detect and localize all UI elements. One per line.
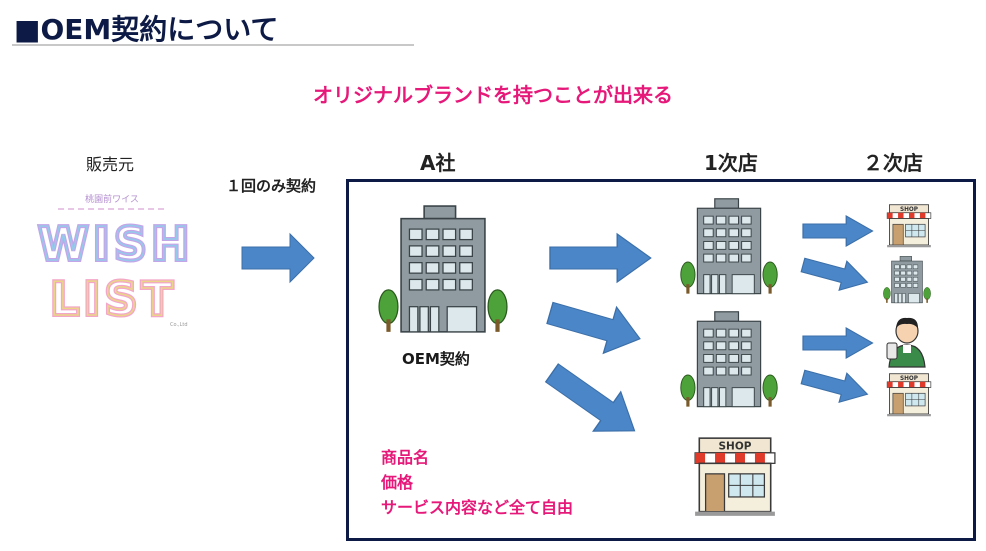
freedom-item-product-name: 商品名 <box>381 448 430 467</box>
arrow-t1-to-shop-1 <box>802 215 874 247</box>
tier2-person <box>886 317 926 368</box>
tier1-shop <box>694 437 776 517</box>
page-title: ■OEM契約について <box>14 13 279 46</box>
arrow-t1-to-shop-2 <box>798 361 872 410</box>
logo-line-1: WISH <box>38 217 193 271</box>
arrow-a-to-tier1-top <box>549 233 652 283</box>
company-a-label: A社 <box>420 151 456 175</box>
contract-once-label: １回のみ契約 <box>226 177 317 195</box>
logo-top-text: 桃園前ワイス <box>85 193 139 205</box>
tier2-building <box>883 256 931 304</box>
freedom-item-service: サービス内容など全て自由 <box>381 498 574 517</box>
arrow-t1-to-person <box>802 327 874 359</box>
logo-line-2: LIST <box>50 272 177 326</box>
arrow-t1-to-building <box>798 249 872 298</box>
wish-list-logo: 桃園前ワイス WISH WISH LIST LIST Co.,Ltd <box>36 193 193 328</box>
tier2-shop-1 <box>886 204 932 248</box>
arrow-a-to-tier1-mid <box>542 289 648 363</box>
tier1-building-1 <box>680 198 778 295</box>
title-underline <box>12 44 414 46</box>
arrow-a-to-shop <box>537 352 649 452</box>
company-a-frame <box>346 179 976 541</box>
tier1-building-2 <box>680 311 778 408</box>
tier1-label: 1次店 <box>704 151 758 175</box>
tier2-label: ２次店 <box>863 151 923 175</box>
tier2-shop-2 <box>886 373 932 417</box>
svg-text:WISH: WISH <box>38 217 193 271</box>
company-a-building <box>378 205 508 333</box>
oem-contract-label: OEM契約 <box>402 350 470 368</box>
arrow-seller-to-a <box>241 233 315 283</box>
freedom-item-price: 価格 <box>381 473 414 492</box>
svg-text:LIST: LIST <box>50 272 177 326</box>
svg-text:Co.,Ltd: Co.,Ltd <box>170 322 188 328</box>
headline: オリジナルブランドを持つことが出来る <box>313 83 673 107</box>
seller-label: 販売元 <box>86 155 135 174</box>
